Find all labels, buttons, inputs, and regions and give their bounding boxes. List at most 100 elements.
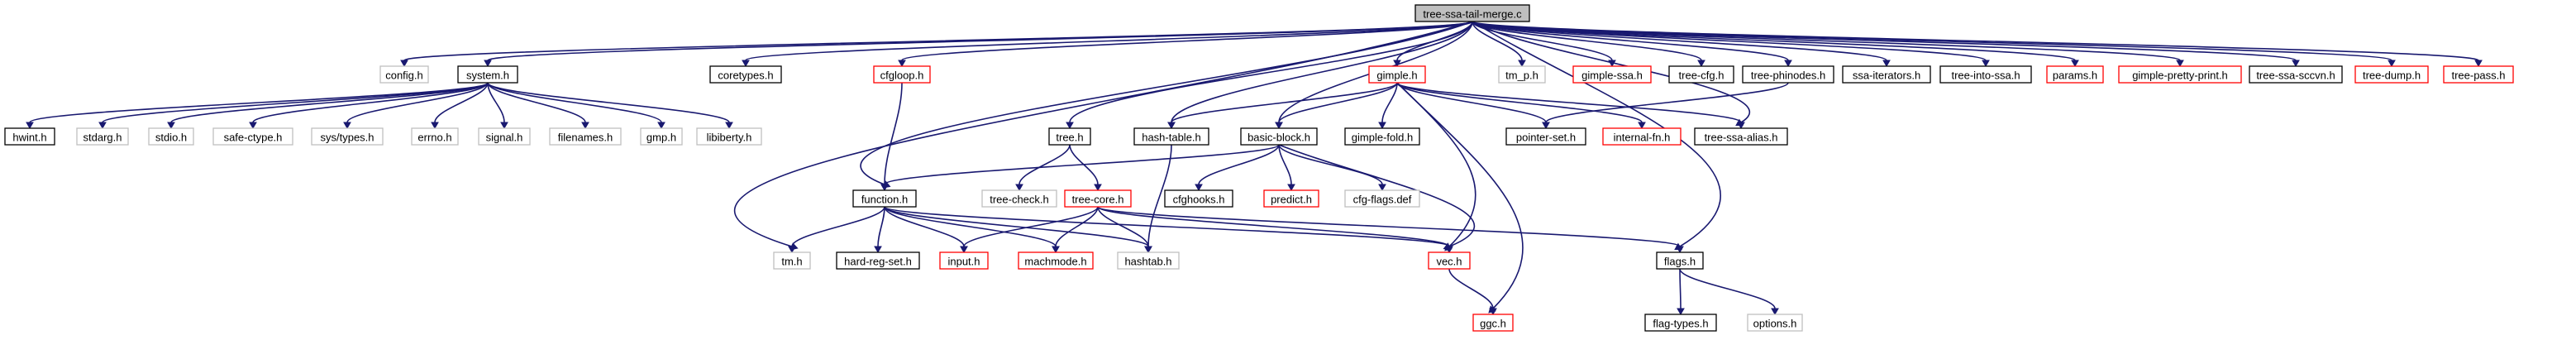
node-machmode-h[interactable]: machmode.h	[1018, 251, 1094, 270]
arrowhead-tree-ssa-tail-merge-c-to-params-h	[2071, 60, 2079, 68]
edge-system-h-to-errno-h	[434, 82, 489, 123]
edge-system-h-to-filenames-h	[487, 82, 586, 123]
node-coretypes-h[interactable]: coretypes.h	[709, 65, 782, 84]
node-label: cfg-flags.def	[1353, 194, 1412, 206]
arrowhead-tree-ssa-tail-merge-c-to-ssa-iterators-h	[1882, 60, 1891, 68]
node-stdarg-h: stdarg.h	[76, 127, 129, 146]
node-filenames-h: filenames.h	[549, 127, 622, 146]
node-hash-table-h[interactable]: hash-table.h	[1133, 127, 1209, 146]
node-label: tm.h	[781, 256, 802, 268]
edge-cfgloop-h-to-function-h	[884, 82, 903, 185]
node-ssa-iterators-h[interactable]: ssa-iterators.h	[1842, 65, 1931, 84]
node-box	[379, 65, 429, 84]
node-label: input.h	[947, 256, 980, 268]
arrowhead-basic-block-h-to-predict-h	[1287, 184, 1295, 192]
node-tree-pass-h[interactable]: tree-pass.h	[2443, 65, 2514, 84]
node-label: internal-fn.h	[1614, 132, 1671, 144]
edge-basic-block-h-to-cfg-flags-def	[1278, 144, 1383, 185]
node-tree-ssa-tail-merge-c: tree-ssa-tail-merge.c	[1414, 4, 1530, 22]
arrowhead-basic-block-h-to-function-h	[880, 184, 889, 192]
node-tree-core-h[interactable]: tree-core.h	[1064, 189, 1132, 208]
node-label: gimple-pretty-print.h	[2132, 69, 2228, 82]
node-label: options.h	[1753, 318, 1797, 330]
node-hashtab-h: hashtab.h	[1117, 251, 1180, 270]
node-internal-fn-h[interactable]: internal-fn.h	[1602, 127, 1682, 146]
node-safe-ctype-h: safe-ctype.h	[212, 127, 293, 146]
arrowhead-tree-phinodes-h-to-pointer-set-h	[1542, 122, 1550, 130]
node-predict-h[interactable]: predict.h	[1263, 189, 1319, 208]
arrowhead-basic-block-h-to-cfghooks-h	[1195, 184, 1203, 192]
node-box	[836, 251, 920, 270]
node-label: system.h	[466, 69, 509, 82]
edge-function-h-to-machmode-h	[884, 206, 1057, 247]
node-cfghooks-h[interactable]: cfghooks.h	[1164, 189, 1233, 208]
node-flags-h[interactable]: flags.h	[1656, 251, 1704, 270]
arrowhead-system-h-to-errno-h	[431, 122, 439, 130]
node-box	[1498, 65, 1546, 84]
node-label: stdio.h	[155, 132, 187, 144]
edge-gimple-h-to-tree-ssa-alias-h	[1396, 82, 1742, 123]
node-hard-reg-set-h[interactable]: hard-reg-set.h	[836, 251, 920, 270]
node-params-h[interactable]: params.h	[2046, 65, 2104, 84]
node-tree-into-ssa-h[interactable]: tree-into-ssa.h	[1939, 65, 2032, 84]
edge-tree-core-h-to-input-h	[963, 206, 1099, 247]
node-label: filenames.h	[558, 132, 613, 144]
arrowhead-tree-core-h-to-flags-h	[1676, 246, 1684, 254]
edge-gimple-h-to-pointer-set-h	[1396, 82, 1547, 123]
node-box	[4, 127, 55, 146]
node-tree-ssa-alias-h[interactable]: tree-ssa-alias.h	[1694, 127, 1788, 146]
node-box	[2249, 65, 2343, 84]
arrowhead-tree-ssa-tail-merge-c-to-tree-pass-h	[2474, 60, 2483, 68]
node-function-h[interactable]: function.h	[852, 189, 917, 208]
node-gimple-ssa-h[interactable]: gimple-ssa.h	[1572, 65, 1652, 84]
node-box	[478, 127, 531, 146]
arrowhead-flags-h-to-flag-types-h	[1677, 308, 1685, 316]
node-label: tree-phinodes.h	[1751, 69, 1825, 82]
node-hwint-h[interactable]: hwint.h	[4, 127, 55, 146]
node-tree-dump-h[interactable]: tree-dump.h	[2354, 65, 2429, 84]
node-box	[1263, 189, 1319, 208]
edge-tree-ssa-tail-merge-c-to-tm-p-h	[1472, 21, 1523, 61]
node-label: flag-types.h	[1653, 318, 1708, 330]
arrowhead-gimple-h-to-tree-ssa-alias-h	[1737, 122, 1745, 130]
node-vec-h[interactable]: vec.h	[1428, 251, 1471, 270]
arrowhead-system-h-to-libiberty-h	[725, 122, 733, 130]
node-pointer-set-h[interactable]: pointer-set.h	[1505, 127, 1586, 146]
node-box	[1694, 127, 1788, 146]
node-tree-check-h: tree-check.h	[981, 189, 1057, 208]
node-input-h[interactable]: input.h	[939, 251, 989, 270]
node-label: ggc.h	[1480, 318, 1506, 330]
edge-system-h-to-safe-ctype-h	[252, 82, 489, 123]
edge-basic-block-h-to-vec-h	[1278, 144, 1476, 247]
node-cfgloop-h[interactable]: cfgloop.h	[873, 65, 931, 84]
arrowhead-system-h-to-sys-types-h	[343, 122, 351, 130]
node-ggc-h[interactable]: ggc.h	[1472, 314, 1514, 332]
node-box	[1164, 189, 1233, 208]
arrowhead-tree-ssa-tail-merge-c-to-tree-cfg-h	[1697, 60, 1705, 68]
arrowhead-tree-h-to-tree-check-h	[1015, 184, 1023, 192]
node-box	[2118, 65, 2242, 84]
node-tree-phinodes-h[interactable]: tree-phinodes.h	[1742, 65, 1834, 84]
arrowhead-tree-ssa-tail-merge-c-to-tree-into-ssa-h	[1982, 60, 1990, 68]
node-box	[2443, 65, 2514, 84]
node-system-h[interactable]: system.h	[457, 65, 518, 84]
node-gimple-h[interactable]: gimple.h	[1368, 65, 1426, 84]
node-gimple-fold-h[interactable]: gimple-fold.h	[1344, 127, 1420, 146]
edge-tree-ssa-tail-merge-c-to-tree-h	[1069, 21, 1473, 123]
node-basic-block-h[interactable]: basic-block.h	[1240, 127, 1318, 146]
edge-tree-h-to-tree-check-h	[1018, 144, 1071, 185]
node-tree-ssa-sccvn-h[interactable]: tree-ssa-sccvn.h	[2249, 65, 2343, 84]
node-cfg-flags-def: cfg-flags.def	[1344, 189, 1420, 208]
arrowhead-tree-ssa-tail-merge-c-to-tree-ssa-sccvn-h	[2292, 60, 2300, 68]
node-gimple-pretty-print-h[interactable]: gimple-pretty-print.h	[2118, 65, 2242, 84]
edge-system-h-to-stdarg-h	[102, 82, 489, 123]
node-box	[696, 127, 762, 146]
arrowhead-basic-block-h-to-cfg-flags-def	[1378, 184, 1386, 192]
node-label: sys/types.h	[320, 132, 374, 144]
node-tree-h[interactable]: tree.h	[1048, 127, 1091, 146]
node-tree-cfg-h[interactable]: tree-cfg.h	[1668, 65, 1734, 84]
node-label: pointer-set.h	[1516, 132, 1576, 144]
node-flag-types-h[interactable]: flag-types.h	[1644, 314, 1717, 332]
arrowhead-vec-h-to-ggc-h	[1489, 308, 1497, 316]
